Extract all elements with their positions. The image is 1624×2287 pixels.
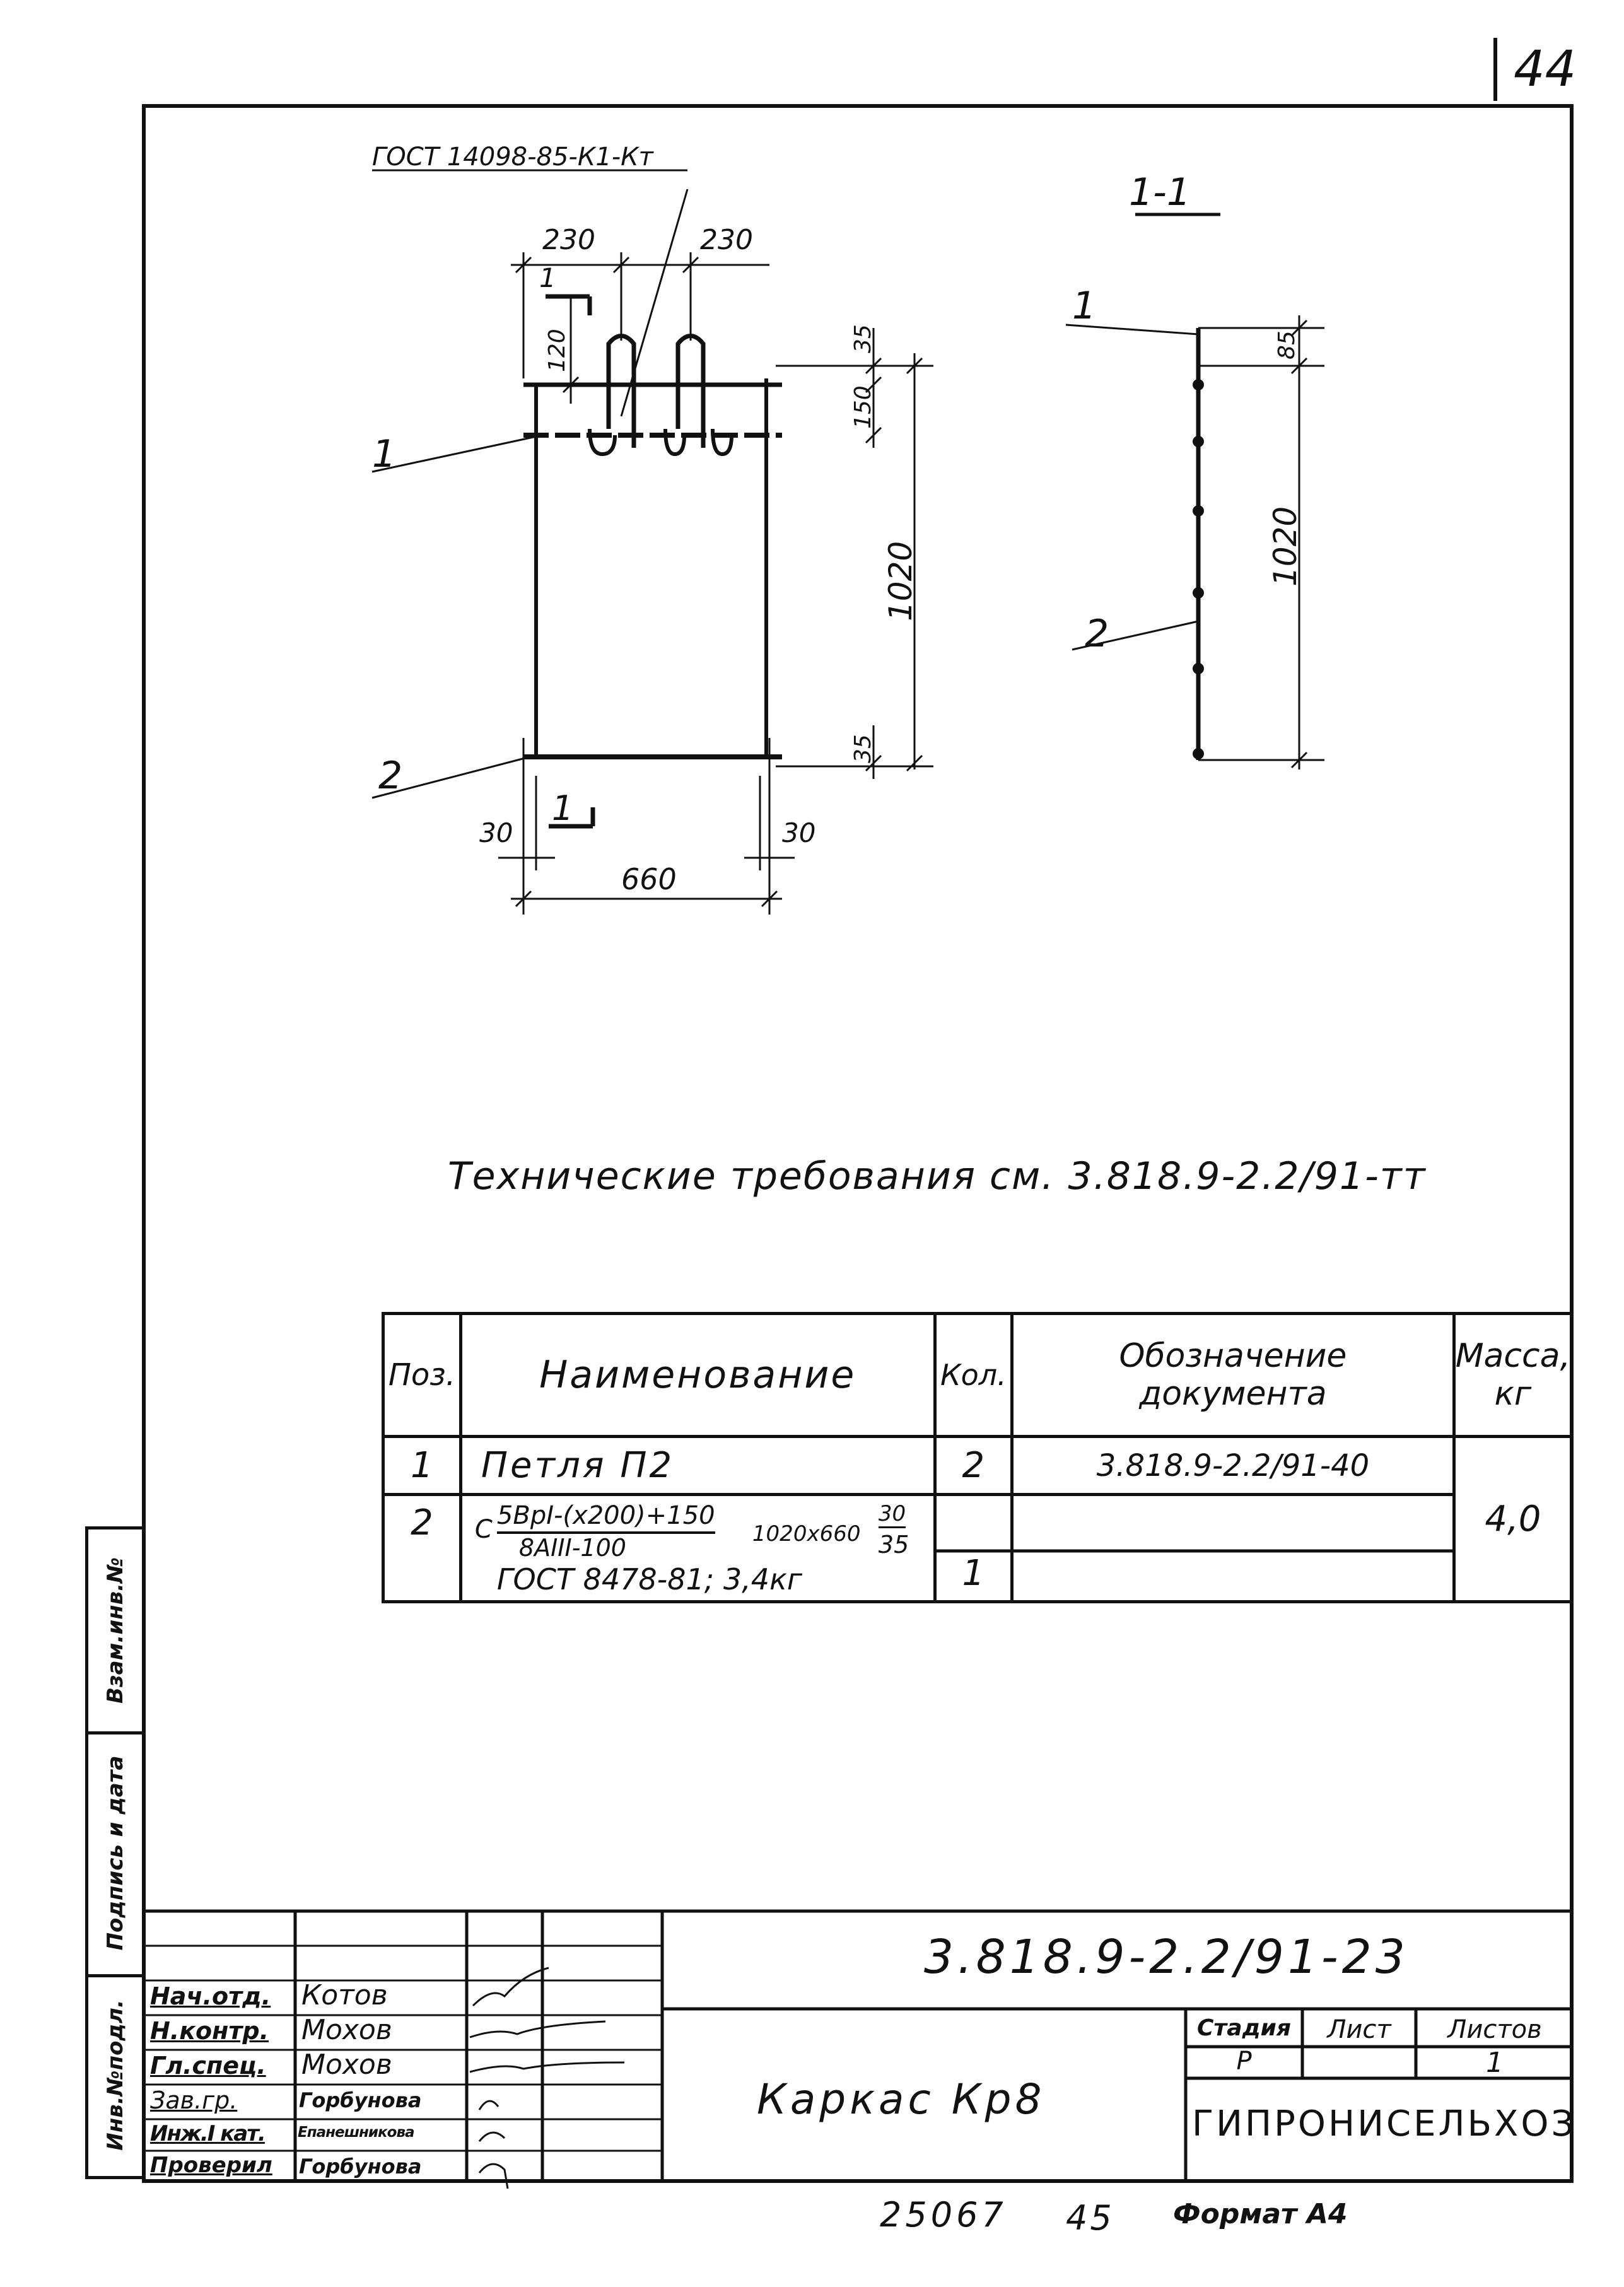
sheets-value: 1 [1486, 2047, 1504, 2079]
mass-total: 4,0 [1452, 1435, 1574, 1603]
page-ref: 45 [1066, 2198, 1114, 2238]
archive-number: 25067 [880, 2195, 1007, 2235]
row1-doc: 3.818.9-2.2/91-40 [1010, 1435, 1456, 1496]
dim-top-left: 230 [542, 224, 595, 256]
dim-top-right: 230 [700, 224, 753, 256]
header-qty: Кол. [933, 1312, 1014, 1438]
position-1-label: 1 [372, 432, 396, 476]
sig-name-4: Горбунова [299, 2088, 422, 2112]
dim-bottom-left: 30 [479, 817, 513, 848]
row2-name-den: 8АIII-100 [518, 1534, 626, 1562]
row2-doc [1010, 1493, 1456, 1603]
table-row: 2 С 5ВрI-(х200)+150 8АIII-100 1020х660 3… [382, 1493, 1572, 1603]
side-box-inv-orig: Инв.№подл. [85, 1974, 145, 2179]
row2-name-num: 5ВрI-(х200)+150 [496, 1501, 715, 1534]
row1-name: Петля П2 [459, 1435, 937, 1496]
sig-name-6: Горбунова [299, 2155, 422, 2179]
section-mark-bottom: 1 [552, 788, 573, 828]
sheet-label: Лист [1327, 2015, 1391, 2044]
stage-label: Стадия [1197, 2015, 1291, 2041]
position-2-label: 2 [378, 754, 402, 798]
side-box-replace-inv: Взам.инв.№ [85, 1526, 145, 1734]
sig-name-2: Мохов [301, 2014, 392, 2046]
sig-name-3: Мохов [301, 2049, 392, 2081]
sig-name-1: Котов [301, 1979, 388, 2011]
row1-pos: 1 [382, 1435, 462, 1496]
sheets-label: Листов [1447, 2015, 1542, 2044]
dim-section-total: 1020 [1267, 506, 1304, 587]
sig-role-6: Проверил [150, 2153, 272, 2178]
header-name: Наименование [459, 1312, 937, 1438]
row2-name-size: 1020х660 [752, 1521, 861, 1547]
table-row: 1 Петля П2 2 3.818.9-2.2/91-40 4,0 [382, 1435, 1574, 1603]
row1-qty: 2 [933, 1435, 1014, 1496]
section-position-1: 1 [1072, 284, 1096, 328]
dim-right-loop: 150 [850, 385, 876, 429]
side-box-sign-date: Подпись и дата [85, 1731, 145, 1977]
header-mass: Масса, кг [1452, 1312, 1574, 1438]
drawing-frame [142, 104, 1574, 2179]
sig-name-5: Епанешникова [298, 2124, 415, 2141]
sig-role-3: Гл.спец. [150, 2052, 266, 2079]
dim-bottom-right: 30 [782, 817, 815, 848]
row2-name-line2: ГОСТ 8478-81; 3,4кг [496, 1562, 803, 1596]
section-position-2: 2 [1085, 612, 1109, 656]
format-label: Формат А4 [1173, 2198, 1348, 2230]
row2-qty: 1 [933, 1493, 1014, 1603]
sig-role-5: Инж.I кат. [150, 2121, 266, 2146]
organization-name: ГИПРОНИСЕЛЬХОЗ [1192, 2103, 1577, 2144]
stage-value: Р [1236, 2047, 1252, 2076]
header-pos: Поз. [382, 1312, 462, 1438]
row2-pos: 2 [382, 1493, 462, 1603]
row2-name-prefix: С [474, 1515, 493, 1544]
tech-requirements-note: Технические требования см. 3.818.9-2.2/9… [448, 1154, 1427, 1198]
page-number: 44 [1514, 41, 1577, 98]
sig-role-4: Зав.гр. [150, 2086, 238, 2114]
dim-width: 660 [621, 862, 677, 896]
row2-frac-num: 30 [878, 1501, 906, 1528]
dim-right-top: 35 [850, 324, 876, 353]
row2-frac-den: 35 [878, 1531, 909, 1559]
section-title: 1-1 [1129, 170, 1191, 214]
doc-number: 3.818.9-2.2/91-23 [924, 1930, 1409, 1984]
dim-loop-height: 120 [544, 329, 570, 372]
dim-section-top: 85 [1274, 330, 1300, 360]
gost-reference: ГОСТ 14098-85-К1-Кт [372, 143, 655, 172]
dim-right-bottom: 35 [850, 734, 876, 763]
sig-role-2: Н.контр. [150, 2017, 269, 2045]
section-mark-top: 1 [539, 262, 556, 293]
drawing-title: Каркас Кр8 [757, 2075, 1046, 2124]
sig-role-1: Нач.отд. [150, 1982, 271, 2010]
specification-table: Поз. Наименование Кол. Обозначение докум… [382, 1312, 1574, 1603]
corner-mark [1493, 38, 1497, 101]
dim-right-total: 1020 [882, 541, 919, 621]
header-doc: Обозначение документа [1010, 1312, 1456, 1438]
row2-name-cell: С 5ВрI-(х200)+150 8АIII-100 1020х660 30 … [459, 1493, 937, 1603]
